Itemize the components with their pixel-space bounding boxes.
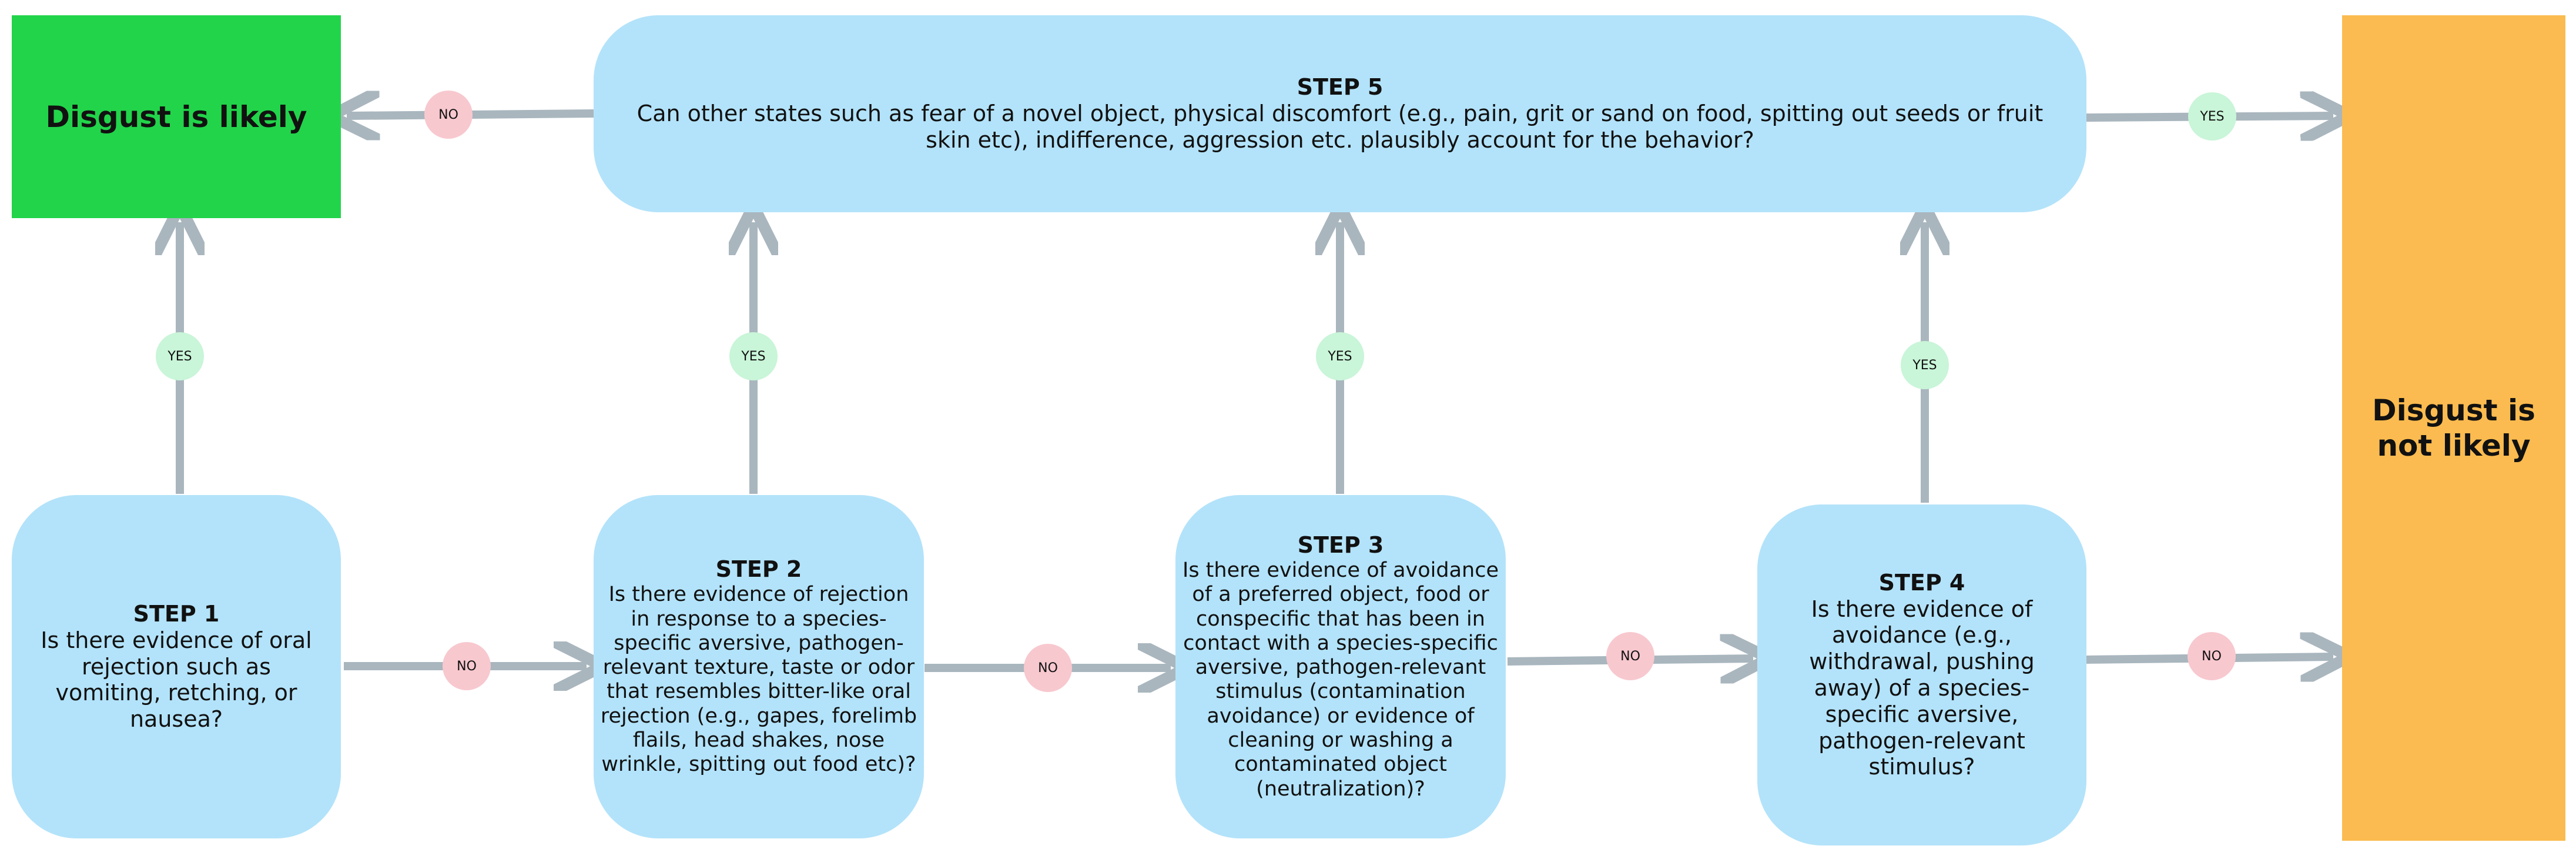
step1-question: Is there evidence of oral rejection such… bbox=[41, 627, 312, 733]
outcome-not-likely-label: Disgust is not likely bbox=[2372, 393, 2535, 463]
yes-badge-step1: YES bbox=[156, 332, 204, 380]
step4-box: STEP 4 Is there evidence of avoidance (e… bbox=[1757, 504, 2086, 845]
yes-badge-step5: YES bbox=[2188, 92, 2236, 141]
step5-box: STEP 5 Can other states such as fear of … bbox=[594, 15, 2086, 212]
step2-box: STEP 2 Is there evidence of rejection in… bbox=[594, 495, 924, 838]
no-badge-step4: NO bbox=[2188, 632, 2236, 680]
step3-box: STEP 3 Is there evidence of avoidance of… bbox=[1175, 495, 1506, 838]
yes-badge-step3: YES bbox=[1316, 332, 1364, 380]
no-badge-step3: NO bbox=[1606, 632, 1654, 680]
step2-title: STEP 2 bbox=[715, 556, 802, 583]
step5-question: Can other states such as fear of a novel… bbox=[637, 101, 2044, 153]
step4-question: Is there evidence of avoidance (e.g., wi… bbox=[1809, 596, 2035, 780]
no-badge-step2: NO bbox=[1024, 644, 1072, 692]
step3-question: Is there evidence of avoidance of a pref… bbox=[1183, 558, 1499, 801]
step2-question: Is there evidence of rejection in respon… bbox=[600, 583, 917, 777]
outcome-disgust-not-likely: Disgust is not likely bbox=[2342, 15, 2565, 841]
no-badge-step1: NO bbox=[443, 642, 491, 690]
step1-box: STEP 1 Is there evidence of oral rejecti… bbox=[12, 495, 341, 838]
yes-badge-step4: YES bbox=[1901, 341, 1949, 389]
outcome-disgust-likely: Disgust is likely bbox=[12, 15, 341, 218]
step1-title: STEP 1 bbox=[133, 600, 220, 627]
no-badge-step5: NO bbox=[424, 91, 473, 139]
step5-title: STEP 5 bbox=[1297, 74, 1384, 101]
outcome-likely-label: Disgust is likely bbox=[45, 99, 307, 134]
step4-title: STEP 4 bbox=[1878, 569, 1965, 596]
yes-badge-step2: YES bbox=[729, 332, 778, 380]
step3-title: STEP 3 bbox=[1297, 532, 1384, 559]
